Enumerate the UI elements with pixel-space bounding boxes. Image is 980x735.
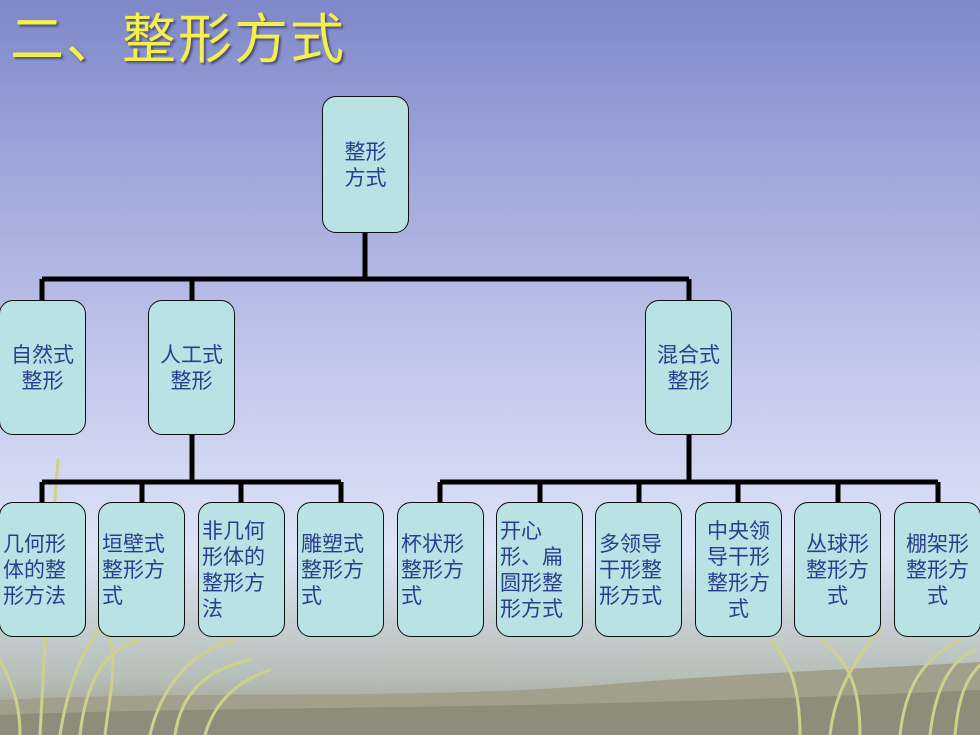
slide-title: 二、整形方式 <box>10 8 346 71</box>
node-central-leader: 中央领导干形整形方式 <box>695 502 782 637</box>
node-multi-leader: 多领导干形整形方式 <box>595 502 682 637</box>
node-trellis: 棚架形整形方式 <box>894 502 980 637</box>
node-cluster-ball-label: 丛球形整形方式 <box>806 531 869 608</box>
node-non-geometric: 非几何形体的整形方法 <box>198 502 285 637</box>
node-artificial: 人工式 整形 <box>148 300 235 435</box>
node-mixed: 混合式 整形 <box>645 300 732 435</box>
node-mixed-label: 混合式 整形 <box>657 342 720 393</box>
node-geometric-label: 几何形体的整形方法 <box>3 531 66 608</box>
node-natural: 自然式 整形 <box>0 300 86 435</box>
node-wall-label: 垣壁式整形方式 <box>102 531 165 608</box>
node-central-leader-label: 中央领导干形整形方式 <box>707 518 770 621</box>
node-multi-leader-label: 多领导干形整形方式 <box>599 531 662 608</box>
node-natural-label: 自然式 整形 <box>11 342 74 393</box>
node-root-label: 整形 方式 <box>344 139 387 190</box>
node-cup-label: 杯状形整形方式 <box>401 531 464 608</box>
node-non-geometric-label: 非几何形体的整形方法 <box>202 518 265 621</box>
node-sculpture: 雕塑式整形方式 <box>297 502 384 637</box>
node-wall: 垣壁式整形方式 <box>98 502 185 637</box>
node-open-center: 开心形、扁圆形整形方式 <box>496 502 583 637</box>
node-trellis-label: 棚架形整形方式 <box>906 531 969 608</box>
node-cup: 杯状形整形方式 <box>397 502 484 637</box>
node-open-center-label: 开心形、扁圆形整形方式 <box>500 518 563 621</box>
node-root: 整形 方式 <box>322 96 409 233</box>
node-artificial-label: 人工式 整形 <box>160 342 223 393</box>
node-geometric: 几何形体的整形方法 <box>0 502 86 637</box>
node-cluster-ball: 丛球形整形方式 <box>794 502 881 637</box>
node-sculpture-label: 雕塑式整形方式 <box>301 531 364 608</box>
